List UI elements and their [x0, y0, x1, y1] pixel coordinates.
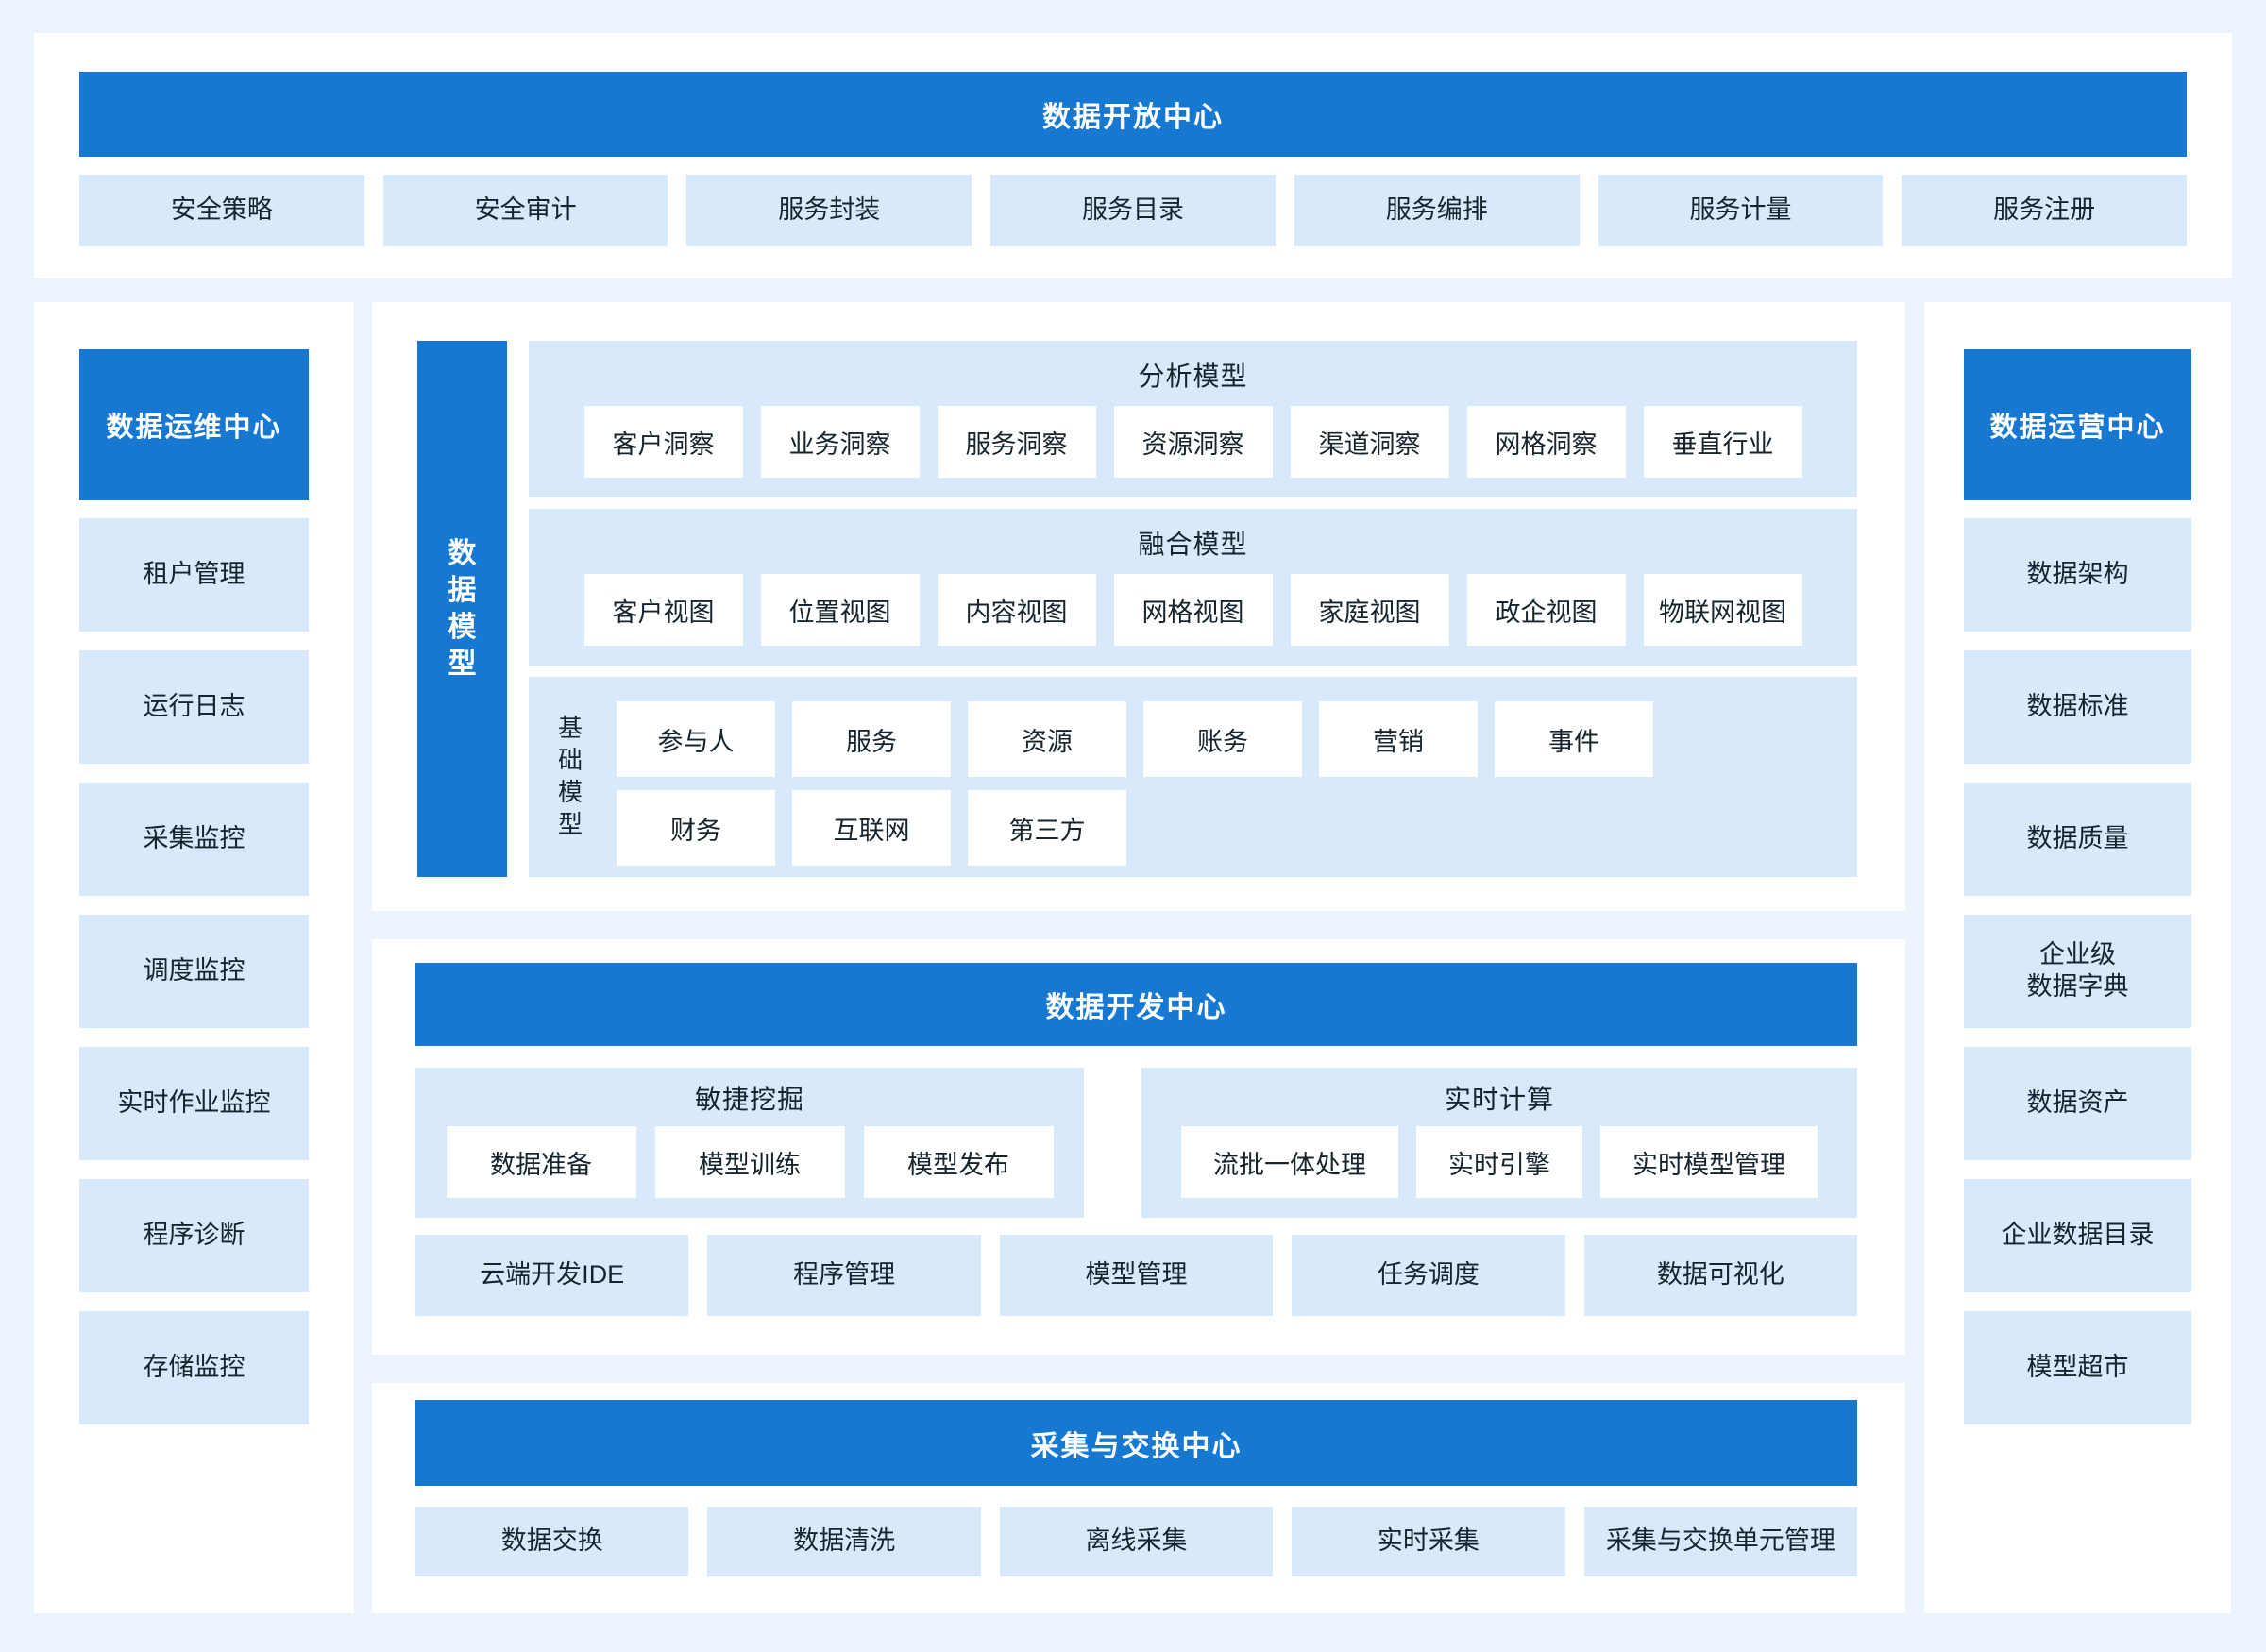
realtime-computing-title: 实时计算 [1444, 1085, 1554, 1114]
data-open-center-panel: 数据开放中心 安全策略安全审计服务封装服务目录服务编排服务计量服务注册 [34, 33, 2232, 278]
maintenance-item: 程序诊断 [79, 1179, 309, 1292]
fusion-model-item: 内容视图 [937, 574, 1096, 646]
maintenance-center-panel: 数据运维中心 租户管理运行日志采集监控调度监控实时作业监控程序诊断存储监控 [34, 302, 354, 1613]
data-model-panel: 数据模型 分析模型 客户洞察业务洞察服务洞察资源洞察渠道洞察网格洞察垂直行业 融… [372, 302, 1905, 911]
open-center-item: 服务封装 [686, 175, 972, 246]
data-dev-center-title: 数据开发中心 [1045, 992, 1227, 1023]
base-model-item: 互联网 [792, 790, 951, 866]
agile-mining-items: 数据准备模型训练模型发布 [415, 1126, 1084, 1198]
base-model-item: 服务 [792, 701, 951, 777]
analysis-model-item: 垂直行业 [1643, 406, 1802, 478]
fusion-model-section: 融合模型 客户视图位置视图内容视图网格视图家庭视图政企视图物联网视图 [529, 509, 1857, 666]
maintenance-item: 存储监控 [79, 1311, 309, 1424]
dev-tool-item: 模型管理 [999, 1235, 1274, 1316]
data-open-center-header: 数据开放中心 [79, 72, 2187, 157]
base-model-row-1: 参与人服务资源账务营销事件 [617, 701, 1653, 777]
base-model-item: 第三方 [968, 790, 1126, 866]
operation-item: 数据标准 [1964, 650, 2191, 764]
operation-center-header: 数据运营中心 [1964, 349, 2191, 500]
base-model-item: 事件 [1495, 701, 1653, 777]
analysis-model-title: 分析模型 [1138, 362, 1248, 391]
maintenance-item: 租户管理 [79, 518, 309, 632]
fusion-model-item: 客户视图 [583, 574, 743, 646]
collection-exchange-header: 采集与交换中心 [415, 1400, 1857, 1486]
base-model-row-2: 财务互联网第三方 [617, 790, 1653, 866]
maintenance-center-items: 租户管理运行日志采集监控调度监控实时作业监控程序诊断存储监控 [79, 518, 309, 1424]
analysis-model-section: 分析模型 客户洞察业务洞察服务洞察资源洞察渠道洞察网格洞察垂直行业 [529, 341, 1857, 497]
analysis-model-items: 客户洞察业务洞察服务洞察资源洞察渠道洞察网格洞察垂直行业 [529, 406, 1857, 478]
analysis-model-item: 客户洞察 [583, 406, 743, 478]
base-model-vertical-label: 基础模型 [557, 714, 583, 838]
operation-center-title: 数据运营中心 [1989, 413, 2166, 443]
operation-item: 数据架构 [1964, 518, 2191, 632]
collection-exchange-item: 实时采集 [1292, 1507, 1565, 1576]
collection-exchange-item: 离线采集 [999, 1507, 1274, 1576]
data-model-vertical-bar: 数据模型 [417, 341, 507, 877]
base-model-item: 营销 [1319, 701, 1478, 777]
analysis-model-item: 网格洞察 [1466, 406, 1626, 478]
realtime-computing-group: 实时计算 流批一体处理实时引擎实时模型管理 [1141, 1068, 1857, 1218]
open-center-item: 服务编排 [1294, 175, 1580, 246]
agile-mining-item: 模型训练 [654, 1126, 845, 1198]
operation-item: 企业级 数据字典 [1964, 915, 2191, 1028]
base-model-item: 参与人 [617, 701, 775, 777]
maintenance-item: 运行日志 [79, 650, 309, 764]
open-center-item: 服务计量 [1598, 175, 1884, 246]
operation-item: 模型超市 [1964, 1311, 2191, 1424]
maintenance-center-header: 数据运维中心 [79, 349, 309, 500]
maintenance-center-title: 数据运维中心 [106, 413, 282, 443]
base-model-item: 账务 [1143, 701, 1302, 777]
data-open-center-title: 数据开放中心 [1042, 102, 1224, 133]
dev-tool-item: 数据可视化 [1583, 1235, 1858, 1316]
analysis-model-item: 渠道洞察 [1290, 406, 1449, 478]
base-model-section: 基础模型 参与人服务资源账务营销事件 财务互联网第三方 [529, 677, 1857, 877]
open-center-item: 安全策略 [79, 175, 364, 246]
agile-mining-title: 敏捷挖掘 [694, 1085, 804, 1114]
realtime-computing-item: 流批一体处理 [1181, 1126, 1398, 1198]
operation-item: 数据质量 [1964, 783, 2191, 896]
operation-center-panel: 数据运营中心 数据架构数据标准数据质量企业级 数据字典数据资产企业数据目录模型超… [1924, 302, 2231, 1613]
maintenance-item: 调度监控 [79, 915, 309, 1028]
fusion-model-item: 政企视图 [1466, 574, 1626, 646]
fusion-model-title: 融合模型 [1138, 530, 1248, 559]
agile-mining-item: 模型发布 [863, 1126, 1054, 1198]
base-model-item: 财务 [617, 790, 775, 866]
data-dev-center-panel: 数据开发中心 敏捷挖掘 数据准备模型训练模型发布 实时计算 流批一体处理实时引擎… [372, 939, 1905, 1355]
fusion-model-item: 位置视图 [760, 574, 920, 646]
dev-tool-item: 程序管理 [707, 1235, 981, 1316]
operation-item: 数据资产 [1964, 1047, 2191, 1160]
operation-item: 企业数据目录 [1964, 1179, 2191, 1292]
fusion-model-item: 家庭视图 [1290, 574, 1449, 646]
fusion-model-items: 客户视图位置视图内容视图网格视图家庭视图政企视图物联网视图 [529, 574, 1857, 646]
agile-mining-item: 数据准备 [446, 1126, 636, 1198]
data-open-center-items-row: 安全策略安全审计服务封装服务目录服务编排服务计量服务注册 [79, 175, 2188, 246]
dev-tool-item: 任务调度 [1292, 1235, 1565, 1316]
realtime-computing-item: 实时模型管理 [1600, 1126, 1818, 1198]
operation-center-items: 数据架构数据标准数据质量企业级 数据字典数据资产企业数据目录模型超市 [1964, 518, 2191, 1424]
dev-tool-item: 云端开发IDE [415, 1235, 689, 1316]
collection-exchange-panel: 采集与交换中心 数据交换数据清洗离线采集实时采集采集与交换单元管理 [372, 1383, 1905, 1613]
realtime-computing-item: 实时引擎 [1416, 1126, 1582, 1198]
open-center-item: 安全审计 [382, 175, 668, 246]
analysis-model-item: 业务洞察 [760, 406, 920, 478]
collection-exchange-item: 数据交换 [415, 1507, 689, 1576]
data-dev-center-header: 数据开发中心 [415, 963, 1857, 1046]
maintenance-item: 采集监控 [79, 783, 309, 896]
open-center-item: 服务注册 [1902, 175, 2188, 246]
fusion-model-item: 物联网视图 [1643, 574, 1802, 646]
collection-exchange-item: 采集与交换单元管理 [1583, 1507, 1858, 1576]
base-model-rows: 参与人服务资源账务营销事件 财务互联网第三方 [617, 701, 1653, 866]
analysis-model-item: 服务洞察 [937, 406, 1096, 478]
analysis-model-item: 资源洞察 [1113, 406, 1273, 478]
collection-exchange-title: 采集与交换中心 [1030, 1430, 1243, 1462]
collection-exchange-item: 数据清洗 [707, 1507, 981, 1576]
maintenance-item: 实时作业监控 [79, 1047, 309, 1160]
fusion-model-item: 网格视图 [1113, 574, 1273, 646]
agile-mining-group: 敏捷挖掘 数据准备模型训练模型发布 [415, 1068, 1084, 1218]
base-model-item: 资源 [968, 701, 1126, 777]
realtime-computing-items: 流批一体处理实时引擎实时模型管理 [1141, 1126, 1857, 1198]
open-center-item: 服务目录 [990, 175, 1276, 246]
collection-exchange-items: 数据交换数据清洗离线采集实时采集采集与交换单元管理 [415, 1507, 1858, 1576]
